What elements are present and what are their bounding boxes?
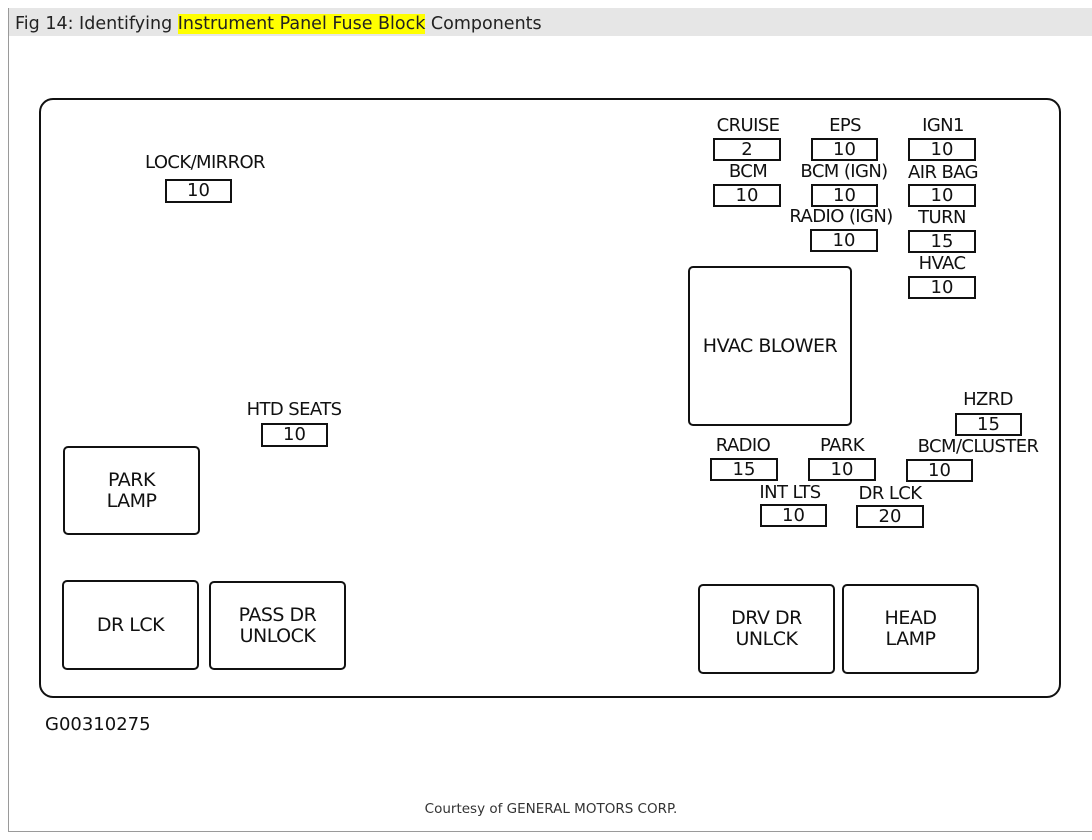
fuse-radio-ign: 10	[810, 229, 878, 252]
relay-drv-dr-unlck: DRV DR UNLCK	[698, 584, 835, 674]
fuse-label-hvac: HVAC	[918, 253, 966, 274]
fuse-label-ign1: IGN1	[922, 115, 964, 136]
fuse-radio: 15	[710, 458, 778, 481]
fuse-label-int-lts: INT LTS	[759, 482, 821, 503]
fuse-label-bcm: BCM	[728, 161, 768, 182]
fuse-label-bcm-ign: BCM (IGN)	[800, 161, 888, 182]
fuse-label-hzrd: HZRD	[963, 389, 1013, 410]
fuse-label-lock-mirror: LOCK/MIRROR	[145, 152, 266, 173]
fuse-label-bcm-cluster: BCM/CLUSTER	[917, 436, 1039, 457]
fuse-eps: 10	[811, 138, 878, 161]
fuse-cruise: 2	[713, 138, 781, 161]
fuse-label-park: PARK	[820, 435, 865, 456]
fuse-label-air-bag: AIR BAG	[908, 162, 979, 183]
figure-title: Fig 14: Identifying Instrument Panel Fus…	[15, 13, 542, 35]
fuse-label-dr-lck: DR LCK	[858, 483, 922, 504]
courtesy-credit: Courtesy of GENERAL MOTORS CORP.	[424, 801, 678, 817]
fuse-hzrd: 15	[955, 413, 1022, 436]
fuse-park: 10	[808, 458, 876, 481]
relay-pass-dr-unlock: PASS DR UNLOCK	[209, 581, 346, 670]
fuse-label-turn: TURN	[918, 207, 966, 228]
fuse-air-bag: 10	[908, 184, 976, 207]
title-highlight: Instrument Panel Fuse Block	[177, 14, 426, 34]
fuse-label-eps: EPS	[829, 115, 861, 136]
title-prefix: Fig 14: Identifying	[15, 14, 178, 34]
relay-hvac-blower: HVAC BLOWER	[688, 266, 852, 426]
fuse-block-outline	[39, 98, 1061, 698]
relay-park-lamp: PARK LAMP	[63, 446, 200, 535]
figure-frame	[8, 8, 1092, 832]
fuse-hvac: 10	[908, 276, 976, 299]
fuse-label-cruise: CRUISE	[716, 115, 780, 136]
fuse-bcm-ign: 10	[811, 184, 878, 207]
fuse-dr-lck: 20	[856, 505, 924, 528]
fuse-int-lts: 10	[760, 504, 827, 527]
fuse-label-radio: RADIO	[715, 435, 771, 456]
fuse-turn: 15	[908, 230, 976, 253]
fuse-label-radio-ign: RADIO (IGN)	[789, 206, 893, 227]
figure-number: G00310275	[45, 714, 151, 735]
fuse-label-htd-seats: HTD SEATS	[246, 399, 342, 420]
fuse-bcm: 10	[713, 184, 781, 207]
relay-head-lamp: HEAD LAMP	[842, 584, 979, 674]
fuse-htd-seats: 10	[261, 423, 328, 447]
fuse-ign1: 10	[908, 138, 976, 161]
title-suffix: Components	[425, 14, 542, 34]
fuse-bcm-cluster: 10	[906, 459, 973, 482]
relay-dr-lck: DR LCK	[62, 580, 199, 670]
fuse-lock-mirror: 10	[165, 179, 232, 203]
